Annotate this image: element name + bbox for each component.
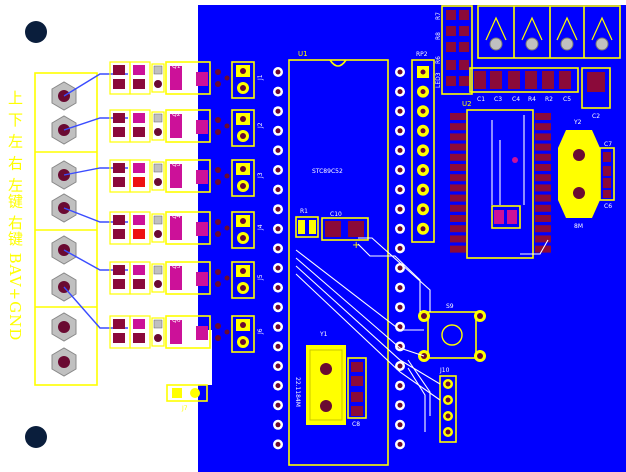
top-resistor-strip: R7 R8 R6 LED3: [435, 5, 473, 95]
y1-crystal: Y1 22.1184M: [294, 331, 346, 425]
rp2-pack: RP2: [411, 51, 435, 243]
r6-label: R6: [435, 56, 442, 64]
u1-part-number: STC89C52: [312, 168, 343, 175]
r1-c10: R1 C10 +: [295, 208, 369, 251]
r7-label: R7: [435, 12, 442, 20]
transistor-label-1: Q1: [172, 63, 181, 70]
u2-chip: U2: [450, 100, 551, 259]
header-label-5: J5: [257, 274, 264, 281]
transistor-label-5: Q5: [172, 263, 181, 270]
y1-part-number: 22.1184M: [294, 377, 301, 407]
mount-hole-top-left: [25, 21, 47, 43]
u1-label: U1: [298, 50, 308, 58]
c8-cap: C8: [347, 357, 367, 428]
u1-mcu: U1 STC89C52: [288, 50, 389, 466]
c1-label: C1: [477, 96, 485, 103]
header-label-1: J1: [257, 74, 264, 81]
c6-label: C6: [604, 203, 612, 210]
y2-part-number: 8M: [574, 223, 583, 230]
c3-label: C3: [494, 96, 502, 103]
transistor-label-2: Q2: [172, 111, 181, 118]
header-label-3: J3: [257, 172, 264, 179]
svg-text:+: +: [352, 240, 360, 251]
mount-hole-bottom-left: [25, 426, 47, 448]
y2-crystal: Y2 8M C7 C6: [558, 119, 615, 230]
c7-label: C7: [604, 141, 612, 148]
c5-label: C5: [563, 96, 571, 103]
y2-label: Y2: [573, 119, 582, 126]
r2-label: R2: [545, 96, 553, 103]
s9-switch: S9: [418, 303, 486, 362]
u2-label: U2: [462, 100, 472, 108]
left-connector-pads: [51, 81, 77, 377]
c4-label: C4: [512, 96, 520, 103]
jumper-label: J7: [181, 405, 188, 412]
cap-row: C1 C3 C4 R4 R2 C5 C2: [469, 67, 611, 120]
c8-label: C8: [352, 421, 360, 428]
r8-label: R8: [435, 32, 442, 40]
transistor-label-4: Q4: [172, 213, 181, 220]
header-label-4: J4: [257, 224, 264, 231]
r1-label: R1: [300, 208, 308, 215]
rp2-label: RP2: [416, 51, 428, 58]
y1-label: Y1: [319, 331, 328, 338]
white-traces: [295, 237, 441, 432]
transistor-label-3: Q3: [172, 161, 181, 168]
top-right-connectors: [477, 5, 621, 59]
u1-pins: [273, 67, 405, 450]
connector-text: 上 下 左 右 左键 右键 BAV+GND: [6, 90, 24, 341]
c10-label: C10: [330, 211, 342, 218]
c2-label: C2: [592, 113, 600, 120]
header-label-6: J6: [257, 328, 264, 335]
led3-label: LED3: [435, 72, 442, 88]
s9-label: S9: [446, 303, 454, 310]
r4-label: R4: [528, 96, 536, 103]
jumper-j7: J7: [166, 384, 208, 412]
j10-label: J10: [439, 367, 450, 374]
header-label-2: J2: [257, 122, 264, 129]
j10-header: J10: [439, 367, 457, 443]
left-connector-outline: [34, 72, 98, 386]
transistor-label-6: Q6: [172, 317, 181, 324]
